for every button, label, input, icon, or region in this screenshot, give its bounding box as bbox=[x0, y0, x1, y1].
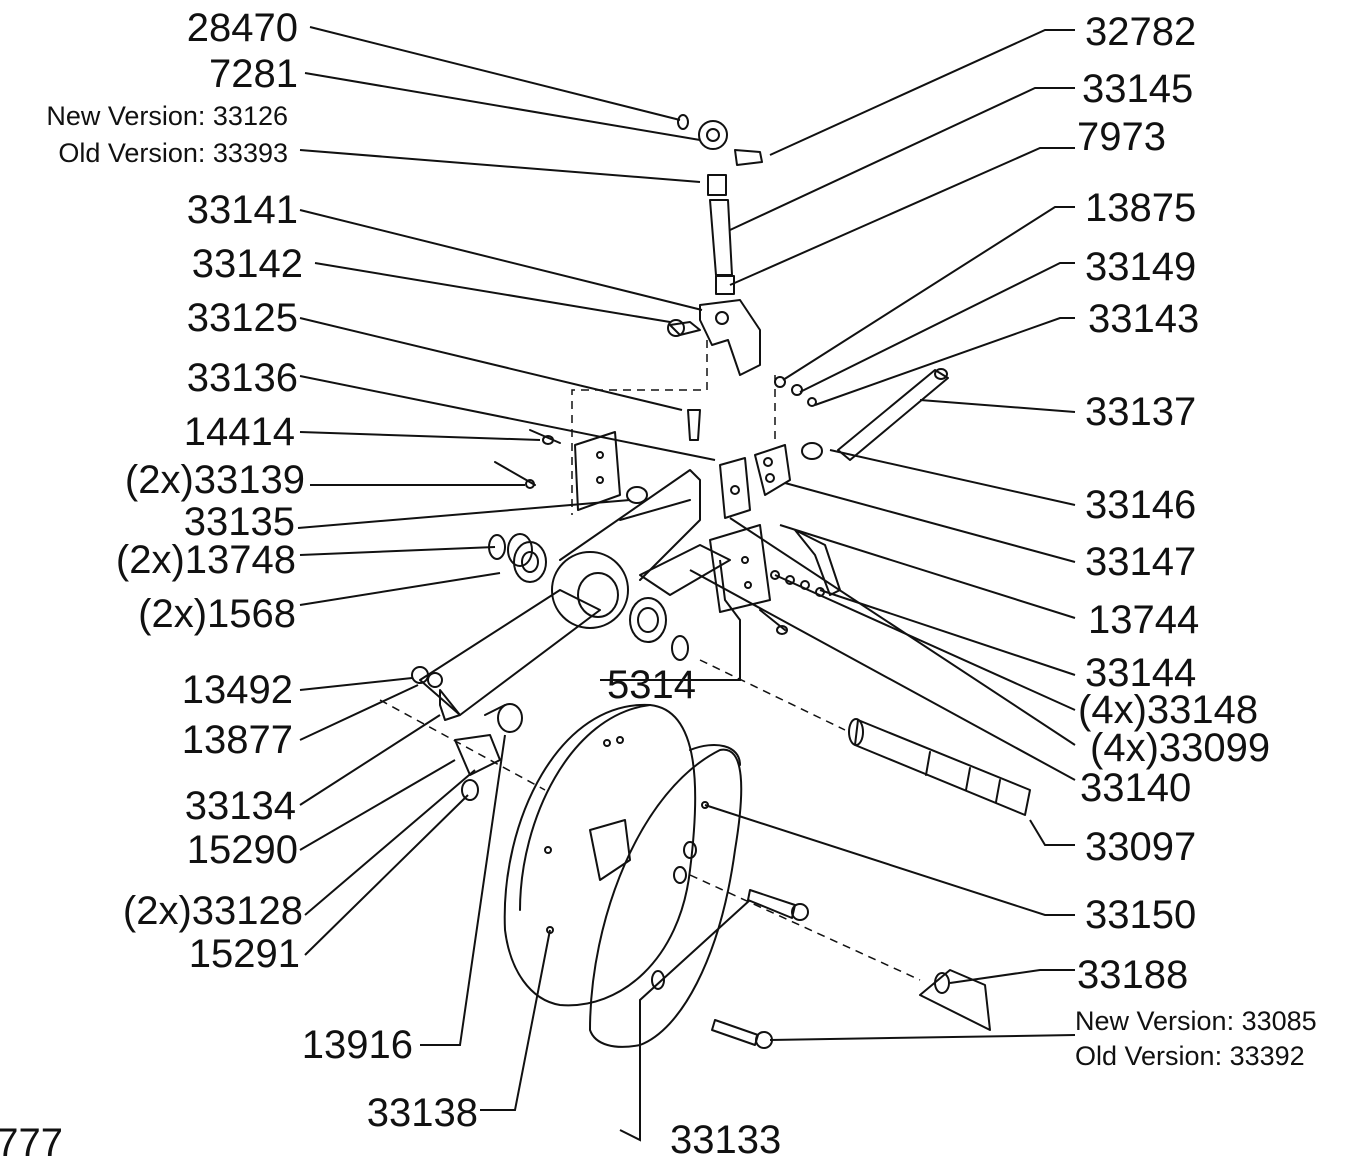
label-4x-33099: (4x)33099 bbox=[1090, 726, 1271, 770]
dashed-guides bbox=[379, 340, 921, 981]
clamp-block bbox=[754, 444, 791, 496]
center-bracket bbox=[639, 457, 841, 635]
lower-bolts bbox=[711, 889, 991, 1049]
label-13744: 13744 bbox=[1088, 598, 1200, 642]
label-33097: 33097 bbox=[1085, 825, 1197, 869]
label-13492: 13492 bbox=[181, 668, 293, 712]
label-33135: 33135 bbox=[183, 500, 295, 544]
label-28470: 28470 bbox=[186, 6, 298, 50]
label-33146: 33146 bbox=[1085, 483, 1197, 527]
label-33188: 33188 bbox=[1077, 953, 1189, 997]
label-33392-old-version: Old Version: 33392 bbox=[1075, 1041, 1305, 1071]
label-33147: 33147 bbox=[1085, 540, 1197, 584]
label-13916: 13916 bbox=[301, 1023, 413, 1067]
label-33149: 33149 bbox=[1085, 245, 1197, 289]
label-13875: 13875 bbox=[1085, 186, 1197, 230]
label-7973: 7973 bbox=[1077, 115, 1166, 159]
wheel-rim bbox=[589, 744, 743, 1048]
label-33150: 33150 bbox=[1085, 893, 1197, 937]
wheel-disc bbox=[503, 703, 697, 1007]
bearings bbox=[488, 533, 689, 661]
label-4x-33148: (4x)33148 bbox=[1078, 688, 1259, 732]
label-33145: 33145 bbox=[1082, 67, 1194, 111]
label-33141: 33141 bbox=[186, 188, 298, 232]
label-14414: 14414 bbox=[183, 410, 295, 454]
label-33137: 33137 bbox=[1085, 390, 1197, 434]
label-2x-33128: (2x)33128 bbox=[122, 889, 303, 933]
long-pin bbox=[801, 368, 949, 461]
shaft bbox=[848, 718, 1031, 816]
label-32782: 32782 bbox=[1085, 10, 1197, 54]
label-2x-1568: (2x)1568 bbox=[138, 592, 296, 636]
label-4777: 4777 bbox=[0, 1121, 63, 1165]
label-13877: 13877 bbox=[181, 718, 293, 762]
label-33136: 33136 bbox=[186, 356, 298, 400]
label-2x-33139: (2x)33139 bbox=[124, 458, 305, 502]
left-plate bbox=[494, 429, 648, 511]
rod-end-assembly bbox=[677, 114, 763, 295]
label-33133: 33133 bbox=[670, 1118, 782, 1162]
label-7281: 7281 bbox=[209, 52, 298, 96]
label-15291: 15291 bbox=[188, 932, 300, 976]
label-33143: 33143 bbox=[1088, 297, 1200, 341]
leader-lines bbox=[297, 26, 1076, 1142]
label-33125: 33125 bbox=[186, 296, 298, 340]
label-33134: 33134 bbox=[184, 784, 296, 828]
label-5314: 5314 bbox=[607, 663, 696, 707]
clevis bbox=[667, 299, 761, 376]
label-33140: 33140 bbox=[1080, 766, 1192, 810]
label-33144: 33144 bbox=[1085, 651, 1197, 695]
main-arm bbox=[419, 469, 701, 721]
label-15290: 15290 bbox=[186, 828, 298, 872]
label-2x-13748: (2x)13748 bbox=[115, 538, 296, 582]
label-33126-new-version: New Version: 33126 bbox=[46, 101, 288, 131]
label-33393-old-version: Old Version: 33393 bbox=[58, 138, 288, 168]
label-33085-new-version: New Version: 33085 bbox=[1075, 1006, 1317, 1036]
lower-arm-hardware bbox=[411, 666, 523, 801]
label-33138: 33138 bbox=[366, 1091, 478, 1135]
label-33142: 33142 bbox=[191, 242, 303, 286]
